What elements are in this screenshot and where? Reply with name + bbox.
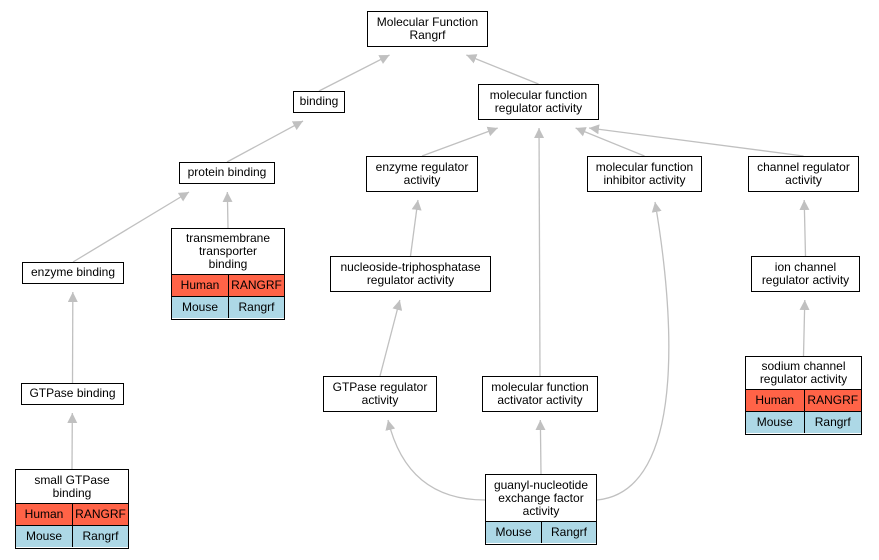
node-protein-binding: protein binding [179,162,275,184]
node-label: molecular function regulator activity [489,87,588,115]
node-label: GTPase binding [29,386,116,400]
node-label: channel regulator activity [757,159,850,187]
species-name: Human [24,507,64,521]
edge-mf-inhibitor-to-mf-regulator [575,127,645,157]
node-channel-regulator: channel regulator activity [748,156,859,192]
node-label: sodium channel regulator activity [759,359,848,386]
node-label: GTPase regulator activity [332,379,428,407]
species-name: Human [755,393,795,407]
gene-symbol: RANGRF [72,504,128,525]
edge-gef-to-mf-inhibitor [596,201,670,501]
species-row-mouse: Mouse Rangrf [746,411,861,433]
node-label: enzyme binding [30,265,116,279]
species-name: Human [180,278,220,292]
gene-symbol: Rangrf [803,412,862,433]
gene-symbol: RANGRF [228,275,284,296]
gene-symbol: Rangrf [228,297,284,318]
node-label: molecular function inhibitor activity [595,159,694,187]
species-name: Mouse [495,525,532,539]
node-mf-inhibitor: molecular function inhibitor activity [587,156,702,192]
species-row-mouse: Mouse Rangrf [486,521,596,543]
node-label: Molecular Function Rangrf [376,14,479,42]
node-label: molecular function activator activity [491,379,589,407]
node-label: ion channel regulator activity [761,259,850,287]
edge-enzyme-regulator-to-mf-regulator [421,126,498,157]
species-row-human: Human RANGRF [746,389,861,411]
species-row-mouse: Mouse Rangrf [16,525,128,547]
node-label: guanyl-nucleotide exchange factor activi… [493,477,589,518]
node-label: binding [299,94,339,108]
node-mf-rangrf: Molecular Function Rangrf [367,11,488,47]
node-label: transmembrane transporter binding [185,231,271,271]
gene-symbol: Rangrf [72,526,128,547]
node-enzyme-binding: enzyme binding [22,262,124,284]
species-row-mouse: Mouse Rangrf [172,296,284,318]
edge-gef-to-gtpase-regulator [385,419,486,501]
edge-enzyme-binding-to-protein-binding [72,191,190,263]
edge-mf-activator-to-mf-regulator [534,127,545,377]
edge-channel-regulator-to-mf-regulator [588,124,804,157]
edge-sodium-channel-to-ion-channel [799,299,810,357]
node-ion-channel: ion channel regulator activity [751,256,860,292]
node-label: protein binding [187,165,267,179]
edge-protein-binding-to-binding [226,120,304,163]
node-label: nucleoside-triphosphatase regulator acti… [340,259,481,287]
node-gtpase-binding: GTPase binding [21,383,124,405]
edge-gtpase-regulator-to-ntpase-regulator [379,299,403,377]
gene-symbol: Rangrf [541,522,596,543]
node-gtpase-regulator: GTPase regulator activity [323,376,437,412]
edge-binding-to-mf-rangrf [318,54,390,92]
node-enzyme-regulator: enzyme regulator activity [366,156,478,192]
node-label: small GTPase binding [34,472,110,500]
edge-ntpase-regulator-to-enzyme-regulator [409,199,422,257]
edge-gef-to-mf-activator [535,419,546,475]
species-name: Mouse [756,415,793,429]
gene-symbol: RANGRF [803,390,862,411]
species-row-human: Human RANGRF [172,274,284,296]
node-ntpase-regulator: nucleoside-triphosphatase regulator acti… [330,256,491,292]
species-row-human: Human RANGRF [16,503,128,525]
edge-ion-channel-to-channel-regulator [799,199,810,257]
species-name: Mouse [181,300,219,314]
node-label: enzyme regulator activity [375,159,469,187]
edge-tm-transporter-to-protein-binding [222,191,233,229]
species-name: Mouse [25,529,63,543]
node-gef: guanyl-nucleotide exchange factor activi… [485,474,597,545]
node-binding: binding [293,91,345,113]
node-mf-activator: molecular function activator activity [482,376,598,412]
node-mf-regulator: molecular function regulator activity [478,84,599,120]
edge-mf-regulator-to-mf-rangrf [466,54,539,85]
